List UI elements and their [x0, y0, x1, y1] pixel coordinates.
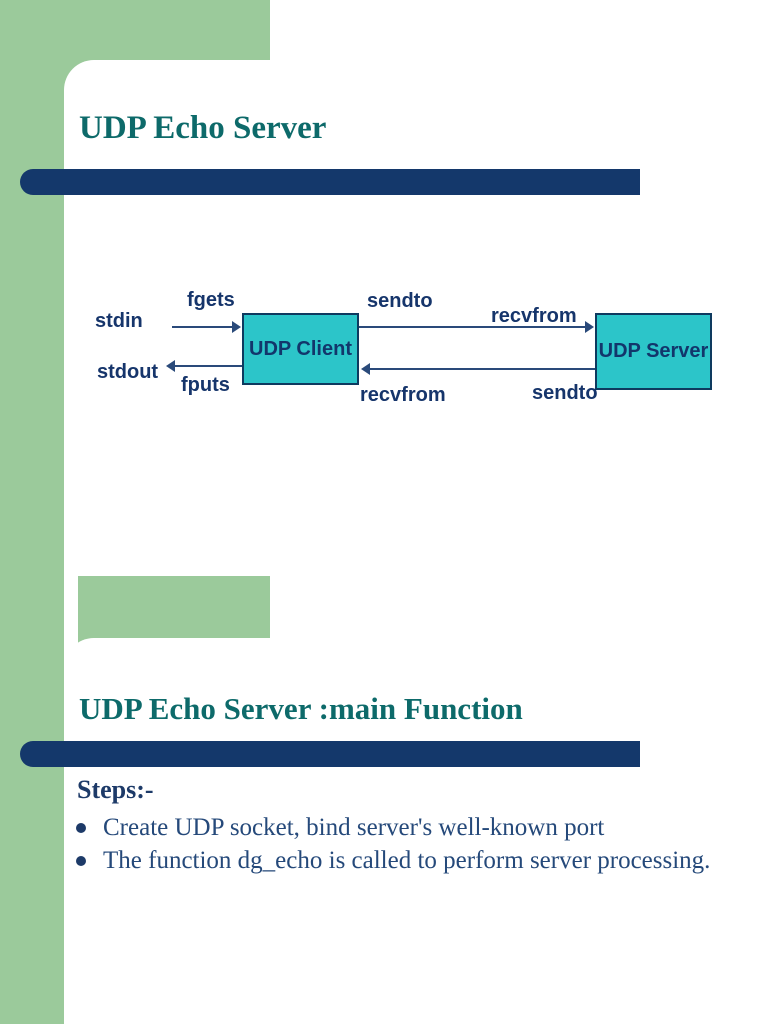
bullet-item-1: Create UDP socket, bind server's well-kn… [76, 814, 604, 843]
arrow-server-to-client-head-icon [361, 363, 370, 375]
label-fgets: fgets [187, 289, 235, 311]
bullet-item-2: The function dg_echo is called to perfor… [76, 847, 710, 876]
bullet-dot-icon [76, 856, 86, 866]
label-recvfrom-bottom: recvfrom [360, 384, 446, 406]
label-sendto-bottom: sendto [532, 382, 598, 404]
slide2-content-card [64, 638, 768, 1024]
bullet-text-2: The function dg_echo is called to perfor… [103, 847, 711, 874]
arrow-client-to-stdout-line [175, 365, 242, 367]
label-stdin: stdin [95, 310, 143, 332]
udp-server-box: UDP Server [595, 313, 712, 390]
slide2-title: UDP Echo Server :main Function [79, 691, 523, 726]
udp-server-box-label: UDP Server [598, 340, 709, 362]
slide1-title-underline-bar [20, 169, 640, 195]
label-sendto-top: sendto [367, 290, 433, 312]
bullet-text-1: Create UDP socket, bind server's well-kn… [103, 814, 605, 841]
arrow-stdin-to-client-head-icon [232, 321, 241, 333]
label-stdout: stdout [97, 361, 159, 383]
slide2-title-underline-bar [20, 741, 640, 767]
green-sidebar [0, 0, 64, 1024]
label-fputs: fputs [181, 374, 230, 396]
arrow-client-to-server-line [359, 326, 585, 328]
slide1-title: UDP Echo Server [79, 110, 327, 146]
arrow-client-to-stdout-head-icon [166, 360, 175, 372]
label-recvfrom-top: recvfrom [491, 305, 577, 327]
arrow-stdin-to-client-line [172, 326, 232, 328]
arrow-server-to-client-line [370, 368, 595, 370]
udp-client-box-label: UDP Client [249, 337, 352, 360]
bullet-dot-icon [76, 823, 86, 833]
arrow-client-to-server-head-icon [585, 321, 594, 333]
udp-client-box: UDP Client [242, 313, 359, 385]
steps-heading: Steps:- [77, 775, 154, 804]
